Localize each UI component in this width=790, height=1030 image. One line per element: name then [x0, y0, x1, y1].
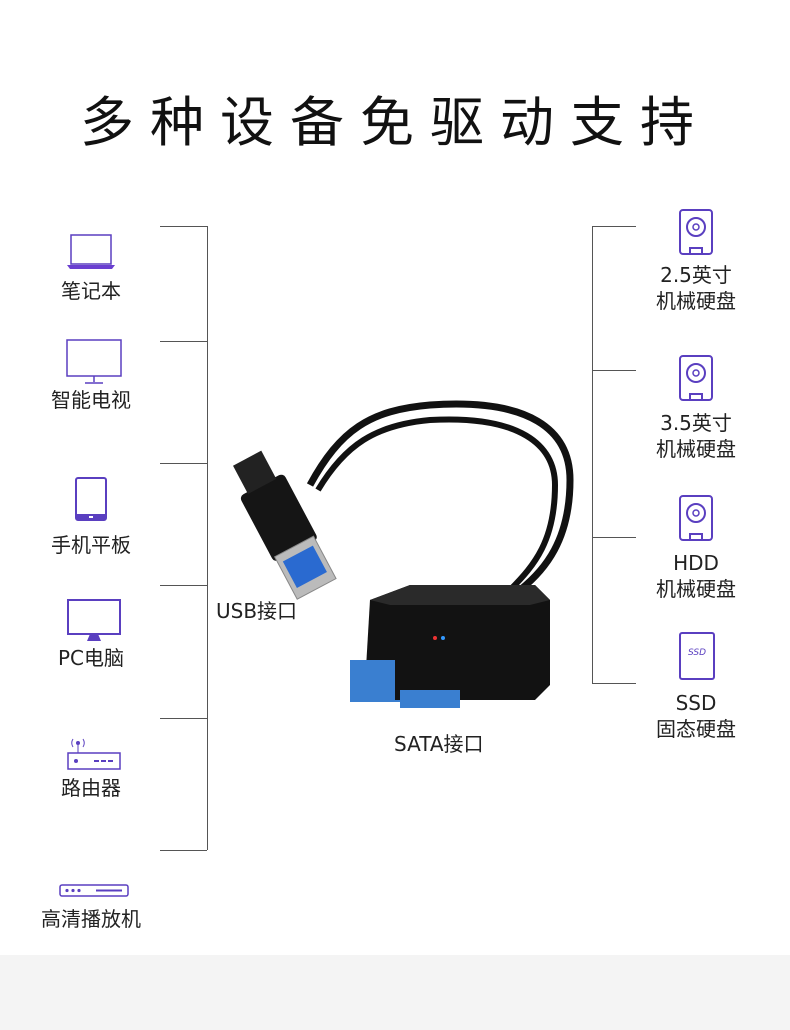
hard-drive-icon: [679, 355, 713, 401]
drive-label-line1: HDD: [673, 551, 719, 575]
tv-icon: [66, 339, 122, 384]
sata-port-label: SATA接口: [394, 732, 484, 756]
usb-sata-cable-illustration: [233, 400, 574, 708]
bracket-tick: [160, 463, 207, 464]
hard-drive-icon: [679, 209, 713, 255]
right-bracket-line: [592, 226, 593, 683]
drive-label-line1: 3.5英寸: [660, 411, 732, 435]
ssd-icon: SSD: [679, 632, 715, 680]
drive-label-line1: 2.5英寸: [660, 263, 732, 287]
drive-label-line2: 机械硬盘: [656, 289, 736, 313]
bracket-tick: [160, 850, 207, 851]
footer-band: [0, 955, 790, 1030]
bracket-tick: [592, 370, 636, 371]
device-label: 智能电视: [51, 388, 131, 412]
left-bracket-line: [207, 226, 208, 850]
device-label: PC电脑: [57, 646, 125, 670]
bracket-tick: [160, 226, 207, 227]
bracket-tick: [592, 683, 636, 684]
monitor-icon: [67, 599, 121, 641]
device-label: 笔记本: [61, 279, 121, 303]
device-label: 手机平板: [51, 533, 131, 557]
page-title: 多种设备免驱动支持: [80, 91, 710, 154]
drive-label-line2: 机械硬盘: [656, 577, 736, 601]
bracket-tick: [592, 537, 636, 538]
bracket-tick: [592, 226, 636, 227]
device-label: 高清播放机: [41, 907, 141, 931]
tablet-icon: [75, 477, 107, 521]
drive-label-line2: 固态硬盘: [656, 717, 736, 741]
drive-label-line1: SSD: [675, 691, 717, 715]
usb-port-label: USB接口: [216, 599, 298, 623]
bracket-tick: [160, 718, 207, 719]
bracket-tick: [160, 341, 207, 342]
ssd-icon-text: SSD: [687, 648, 707, 658]
drive-label-line2: 机械硬盘: [656, 437, 736, 461]
bracket-tick: [160, 585, 207, 586]
device-label: 路由器: [61, 776, 121, 800]
media-player-icon: [59, 884, 129, 897]
hard-drive-icon: [679, 495, 713, 541]
router-icon: [67, 738, 121, 770]
laptop-icon: [67, 234, 115, 269]
